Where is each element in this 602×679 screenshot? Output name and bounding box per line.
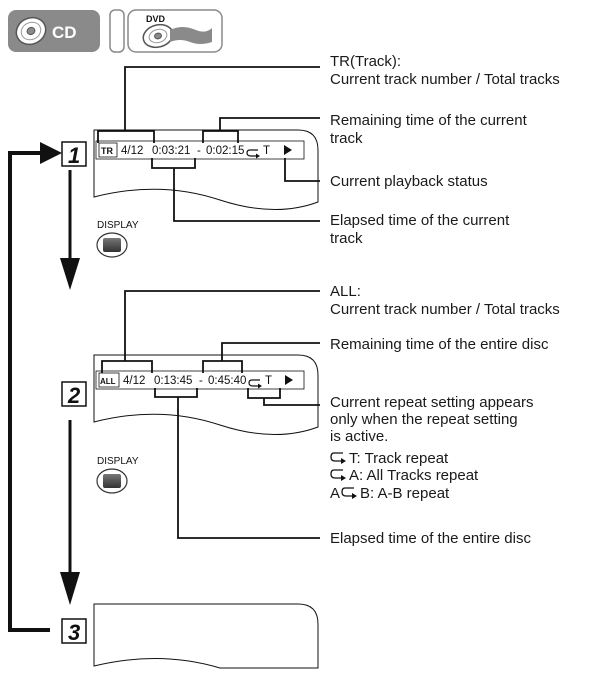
remaining-time: 0:45:40 xyxy=(208,375,246,387)
step-box-1: 1 xyxy=(61,141,87,168)
screen-1: TR 4/12 0:03:21 - 0:02:15 T xyxy=(93,129,319,211)
elapsed-time: 0:13:45 xyxy=(154,375,192,387)
step-number: 3 xyxy=(68,620,80,645)
down-arrow-1 xyxy=(60,170,80,290)
callout-mode-title: ALL: xyxy=(330,283,361,300)
dvd-badge: DVD xyxy=(109,9,223,53)
play-icon xyxy=(285,375,293,385)
screen-2-callouts xyxy=(101,290,320,539)
osd-bar xyxy=(95,140,305,160)
step-number: 2 xyxy=(67,383,81,408)
display-button-label: DISPLAY xyxy=(97,220,139,231)
screen-1-callouts xyxy=(97,66,320,222)
repeat-track-row: T: Track repeat xyxy=(330,450,449,467)
screen-2: ALL 4/12 0:13:45 - 0:45:40 T xyxy=(93,354,319,436)
cd-label: CD xyxy=(52,23,77,42)
repeat-icon xyxy=(330,469,346,481)
track-number: 4/12 xyxy=(123,375,145,387)
screen-2-annotations: ALL: Current track number / Total tracks… xyxy=(330,283,560,547)
disc-icon xyxy=(15,16,47,46)
loop-arrow xyxy=(8,151,50,632)
callout-elapsed: Elapsed time of the current xyxy=(330,212,510,229)
repeat-icon xyxy=(246,149,260,159)
display-button-1[interactable]: DISPLAY xyxy=(96,220,139,258)
dvd-label: DVD xyxy=(146,14,166,24)
callout-remaining-2: track xyxy=(330,130,363,147)
repeat-setting: T xyxy=(263,145,270,157)
repeat-track-legend: T: Track repeat xyxy=(349,450,449,467)
callout-remaining: Remaining time of the entire disc xyxy=(330,336,549,353)
repeat-icon xyxy=(341,487,357,499)
osd-bar xyxy=(95,370,305,390)
all-mode-icon xyxy=(98,372,120,388)
repeat-ab-legend-a: A xyxy=(330,485,340,502)
cd-badge: CD xyxy=(8,10,100,52)
repeat-setting: T xyxy=(265,375,272,387)
callout-repeat-2: only when the repeat setting xyxy=(330,411,518,428)
remaining-time: 0:02:15 xyxy=(206,145,244,157)
repeat-ab-legend: B: A-B repeat xyxy=(360,485,450,502)
svg-text:ALL: ALL xyxy=(100,377,116,386)
callout-repeat-3: is active. xyxy=(330,428,388,445)
svg-text:TR: TR xyxy=(101,146,113,156)
callout-elapsed: Elapsed time of the entire disc xyxy=(330,530,531,547)
repeat-icon xyxy=(330,452,346,464)
repeat-ab-row: A B: A-B repeat xyxy=(330,485,450,502)
play-icon xyxy=(284,145,292,155)
callout-mode-title: TR(Track): xyxy=(330,53,401,70)
step-box-2: 2 xyxy=(61,381,87,408)
down-arrow-2 xyxy=(60,420,80,605)
svg-text:-: - xyxy=(197,145,201,157)
callout-mode-desc: Current track number / Total tracks xyxy=(330,301,560,318)
step-box-3: 3 xyxy=(61,618,87,645)
screen-3 xyxy=(93,603,319,669)
step-number: 1 xyxy=(68,143,80,168)
dvd-disc-icon xyxy=(142,23,212,49)
callout-repeat-1: Current repeat setting appears xyxy=(330,394,533,411)
elapsed-time: 0:03:21 xyxy=(152,145,190,157)
repeat-all-legend: A: All Tracks repeat xyxy=(349,467,479,484)
repeat-icon xyxy=(248,379,262,389)
callout-mode-desc: Current track number / Total tracks xyxy=(330,71,560,88)
track-number: 4/12 xyxy=(121,145,143,157)
repeat-all-row: A: All Tracks repeat xyxy=(330,467,479,484)
callout-remaining: Remaining time of the current xyxy=(330,112,528,129)
track-mode-icon xyxy=(98,142,118,158)
callout-elapsed-2: track xyxy=(330,230,363,247)
screen-1-annotations: TR(Track): Current track number / Total … xyxy=(330,53,560,247)
svg-text:-: - xyxy=(199,375,203,387)
display-button-2[interactable]: DISPLAY xyxy=(96,456,139,494)
callout-status: Current playback status xyxy=(330,173,488,190)
loop-arrowhead xyxy=(40,142,62,164)
display-button-label: DISPLAY xyxy=(97,456,139,467)
